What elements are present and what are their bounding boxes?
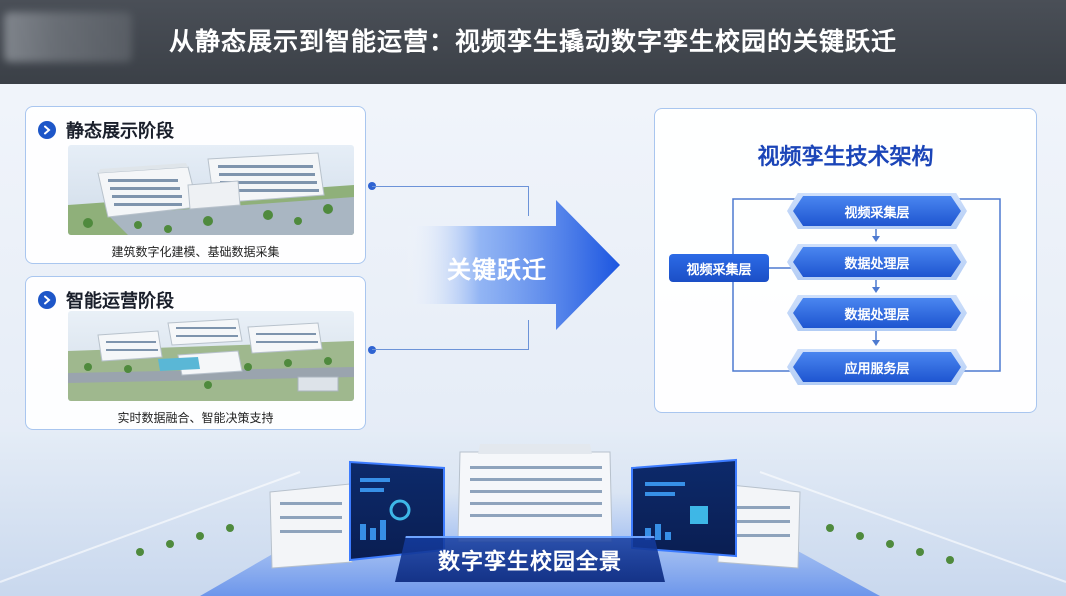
architecture-layer: 应用服务层 <box>793 352 961 382</box>
connector-dot <box>368 346 376 354</box>
architecture-layer: 数据处理层 <box>793 298 961 328</box>
stage-panel-static: 静态展示阶段 建筑数字化建模、基础数据采集 <box>25 106 366 264</box>
chevron-right-icon <box>38 291 56 309</box>
stage-header: 智能运营阶段 <box>38 287 174 313</box>
campus-model-image <box>68 145 354 235</box>
stage-panel-smart: 智能运营阶段 实时数据融合、智能决策支持 <box>25 276 366 430</box>
stage-title: 智能运营阶段 <box>66 291 174 312</box>
architecture-layer: 视频采集层 <box>793 196 961 226</box>
transition-arrow-icon <box>404 200 620 330</box>
campus-model-image <box>68 311 354 401</box>
chevron-right-icon <box>38 121 56 139</box>
transition-label: 关键跃迁 <box>447 256 547 284</box>
stage-header: 静态展示阶段 <box>38 117 174 143</box>
stage-caption: 实时数据融合、智能决策支持 <box>117 411 274 425</box>
stage-caption: 建筑数字化建模、基础数据采集 <box>111 245 280 259</box>
campus-label-plate <box>395 536 665 582</box>
architecture-layer: 数据处理层 <box>793 247 961 277</box>
blurred-logo <box>4 12 132 62</box>
connector-line <box>372 186 529 216</box>
architecture-panel: 视频孪生技术架构 视频采集层 数据处理层 数据处理层 应用服务层 视频采集层 <box>654 108 1037 413</box>
stage-title: 静态展示阶段 <box>66 121 174 142</box>
video-source-box: 视频采集层 <box>669 254 769 282</box>
architecture-title: 视频孪生技术架构 <box>757 145 934 170</box>
campus-label: 数字孪生校园全景 <box>437 550 622 575</box>
page-title: 从静态展示到智能运营：视频孪生撬动数字孪生校园的关键跃迁 <box>168 27 897 56</box>
connector-line <box>372 320 529 350</box>
header-bar: 从静态展示到智能运营：视频孪生撬动数字孪生校园的关键跃迁 <box>0 0 1066 84</box>
